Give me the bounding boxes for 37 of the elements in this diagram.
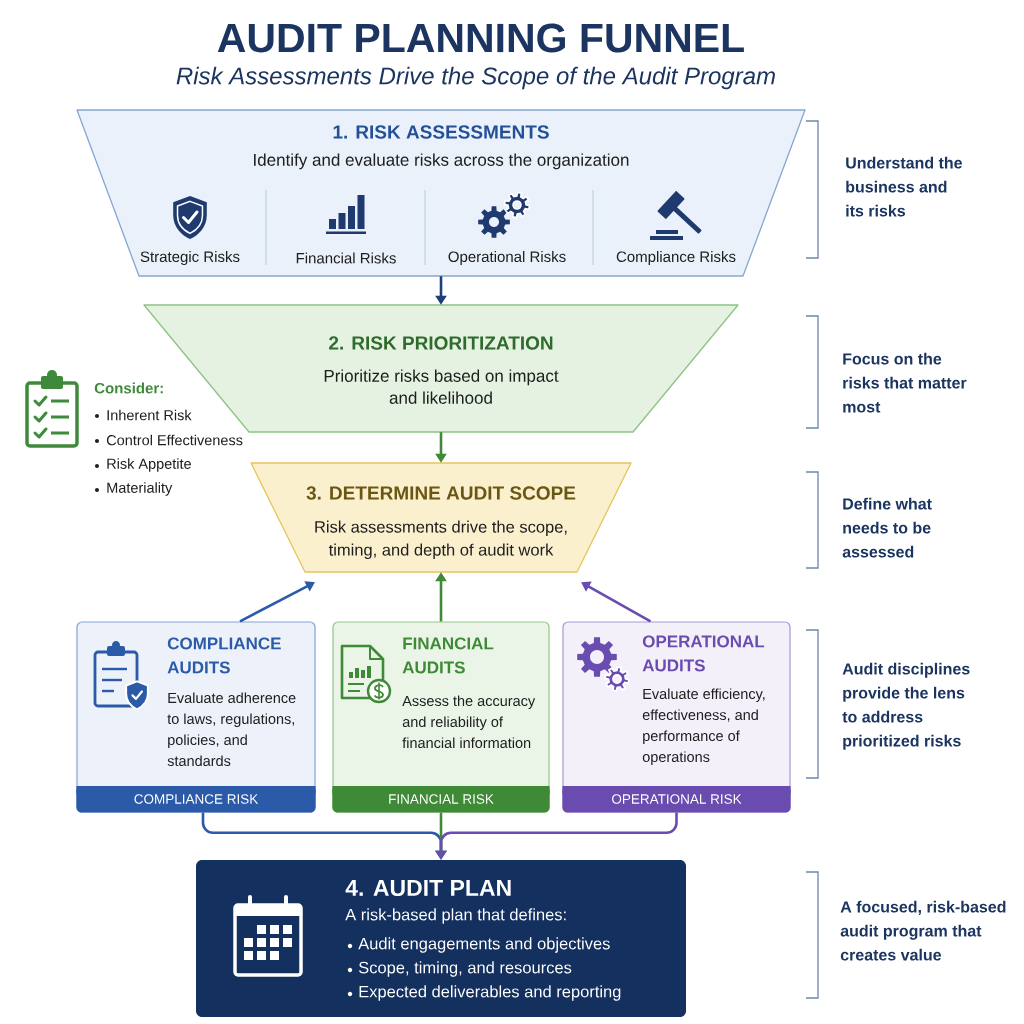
card-footer: OPERATIONAL RISK: [562, 786, 791, 813]
list-item: Inherent Risk: [107, 409, 192, 421]
arrow: [239, 581, 315, 623]
side-note: Focus on the risks that matter most: [843, 352, 967, 413]
plan-heading: 4. AUDIT PLAN: [345, 880, 511, 897]
risk-label: Operational Risks: [448, 251, 566, 265]
plan-text: A risk-based plan that defines:: [345, 908, 566, 924]
risk-label: Compliance Risks: [616, 251, 736, 265]
bullet-text: Expected deliverables and reporting: [359, 985, 621, 1001]
side-note: Define what needs to be assessed: [842, 497, 932, 558]
card-text: Assess the accuracy and reliability of financial information: [402, 695, 536, 749]
bullet-text: Scope, timing, and resources: [358, 961, 572, 977]
risk-label: Strategic Risks: [140, 251, 240, 265]
card-footer: COMPLIANCE RISK: [76, 786, 316, 813]
stage-text: Prioritize risks based on impact and likelihood: [324, 369, 559, 404]
card-heading: COMPLIANCE AUDITS: [167, 637, 281, 674]
card-text: Evaluate adherence to laws, regulations, policies, and standards: [167, 692, 296, 767]
bullet-text: Audit engagements and objectives: [358, 937, 610, 953]
title: AUDIT PLANNING FUNNEL: [217, 23, 744, 53]
list-item: Materiality: [107, 482, 173, 496]
card-footer: FINANCIAL RISK: [332, 786, 550, 813]
list-item: Risk Appetite: [107, 458, 191, 472]
list-item: Control Effectiveness: [106, 434, 243, 446]
risk-label: Financial Risks: [296, 252, 396, 264]
card-heading: FINANCIAL AUDITS: [402, 637, 494, 674]
side-note: Audit disciplines provide the lens to address prioritized risks: [842, 662, 970, 750]
stage-text: Risk assessments drive the scope, timing, and depth of audit work: [315, 520, 567, 559]
card-text: Evaluate efficiency, effectiveness, and performance of operations: [642, 688, 765, 765]
side-note: Understand the business and its risks: [846, 156, 962, 217]
stage-heading: 3. DETERMINE AUDIT SCOPE: [306, 486, 576, 500]
side-note: A focused, risk-based audit program that creates value: [840, 900, 1006, 961]
list-heading: Consider:: [94, 382, 163, 394]
stage-text: Identify and evaluate risks across the organization: [254, 153, 629, 170]
stage-heading: 2. RISK PRIORITIZATION: [329, 336, 553, 350]
arrow: [581, 581, 652, 623]
card-heading: OPERATIONAL AUDITS: [642, 635, 765, 672]
stage-heading: 1. RISK ASSESSMENTS: [333, 125, 549, 139]
